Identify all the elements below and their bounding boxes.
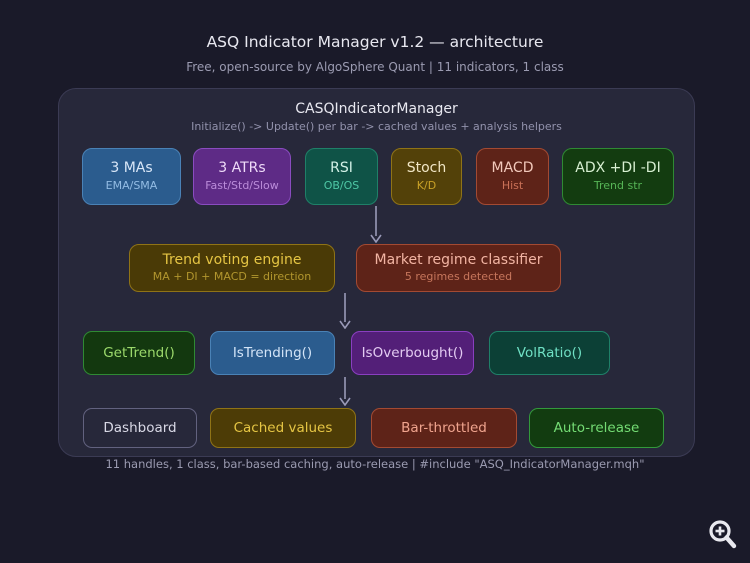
manager-flow-description: Initialize() -> Update() per bar -> cach… (191, 120, 562, 133)
indicator-title: MACD (491, 160, 534, 177)
helper-label: IsTrending() (232, 344, 313, 361)
market-regime-classifier-box: Market regime classifier 5 regimes detec… (356, 244, 561, 292)
indicator-title: RSI (330, 160, 353, 177)
indicator-title: Stoch (406, 160, 447, 177)
engine-subtitle: MA + DI + MACD = direction (152, 270, 312, 284)
feature-box-cached-values: Cached values (210, 408, 356, 448)
helper-label: VolRatio() (516, 344, 583, 361)
footer-note: 11 handles, 1 class, bar-based caching, … (105, 457, 645, 471)
down-arrow-icon (339, 377, 351, 406)
page-subtitle: Free, open-source by AlgoSphere Quant | … (186, 60, 564, 74)
helper-box-istrending: IsTrending() (210, 331, 335, 375)
feature-label: Cached values (233, 419, 333, 436)
indicator-box-stoch: Stoch K/D (391, 148, 462, 205)
magnifier-plus-icon (709, 520, 737, 549)
down-arrow-icon (339, 293, 351, 329)
indicator-box-3atrs: 3 ATRs Fast/Std/Slow (193, 148, 291, 205)
feature-label: Auto-release (553, 419, 640, 436)
engine-subtitle: 5 regimes detected (404, 270, 513, 284)
indicator-subtitle: Trend str (593, 178, 643, 192)
helper-label: GetTrend() (103, 344, 175, 361)
page-title: ASQ Indicator Manager v1.2 — architectur… (206, 33, 544, 51)
feature-label: Bar-throttled (401, 419, 487, 436)
feature-box-auto-release: Auto-release (529, 408, 664, 448)
helper-label: IsOverbought() (361, 344, 464, 361)
engine-title: Market regime classifier (374, 251, 543, 268)
indicator-box-3mas: 3 MAs EMA/SMA (82, 148, 181, 205)
zoom-in-button[interactable] (704, 516, 742, 556)
indicator-box-adx: ADX +DI -DI Trend str (562, 148, 674, 205)
trend-voting-engine-box: Trend voting engine MA + DI + MACD = dir… (129, 244, 335, 292)
indicator-box-rsi: RSI OB/OS (305, 148, 378, 205)
manager-panel: CASQIndicatorManager Initialize() -> Upd… (58, 88, 695, 457)
indicator-title: 3 MAs (110, 160, 153, 177)
down-arrow-icon (370, 206, 382, 243)
indicator-subtitle: K/D (416, 178, 437, 192)
feature-box-dashboard: Dashboard (83, 408, 197, 448)
indicator-subtitle: EMA/SMA (105, 178, 158, 192)
engine-title: Trend voting engine (162, 251, 302, 268)
indicator-title: ADX +DI -DI (575, 160, 661, 177)
manager-class-name: CASQIndicatorManager (295, 101, 458, 117)
helper-box-gettrend: GetTrend() (83, 331, 195, 375)
feature-box-bar-throttled: Bar-throttled (371, 408, 517, 448)
indicator-subtitle: Fast/Std/Slow (205, 178, 279, 192)
indicator-box-macd: MACD Hist (476, 148, 549, 205)
indicator-title: 3 ATRs (218, 160, 266, 177)
helper-box-isoverbought: IsOverbought() (351, 331, 474, 375)
indicator-subtitle: OB/OS (323, 178, 360, 192)
helper-box-volratio: VolRatio() (489, 331, 610, 375)
feature-label: Dashboard (103, 419, 177, 436)
indicator-subtitle: Hist (501, 178, 524, 192)
